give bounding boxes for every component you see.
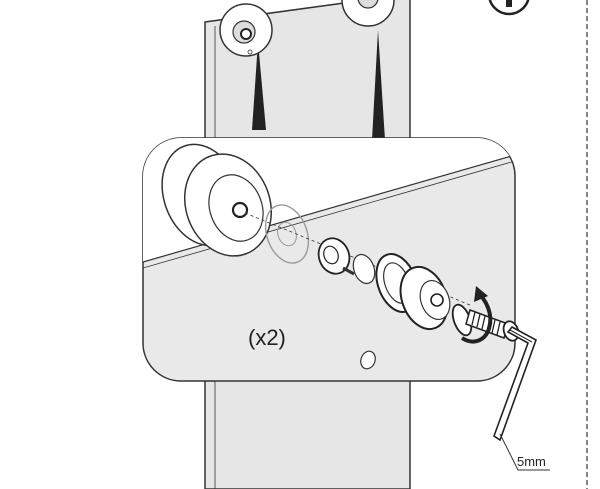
washer-ghost [264,204,310,264]
quantity-label: (x2) [248,325,286,350]
panel-hole [360,350,376,370]
screw-callout-right [341,0,395,140]
spacer [317,237,351,275]
thin-washer [352,253,376,285]
tool-size-label: 5mm [517,454,546,469]
small-pin [342,266,355,276]
tool-label-leader [499,433,550,471]
cap-bushing [399,266,451,330]
hex-key-icon [493,325,537,442]
info-icon [488,0,530,16]
rotation-arrow-icon [460,286,493,344]
screw-callout-left [219,3,273,130]
foot-knob [161,143,273,257]
